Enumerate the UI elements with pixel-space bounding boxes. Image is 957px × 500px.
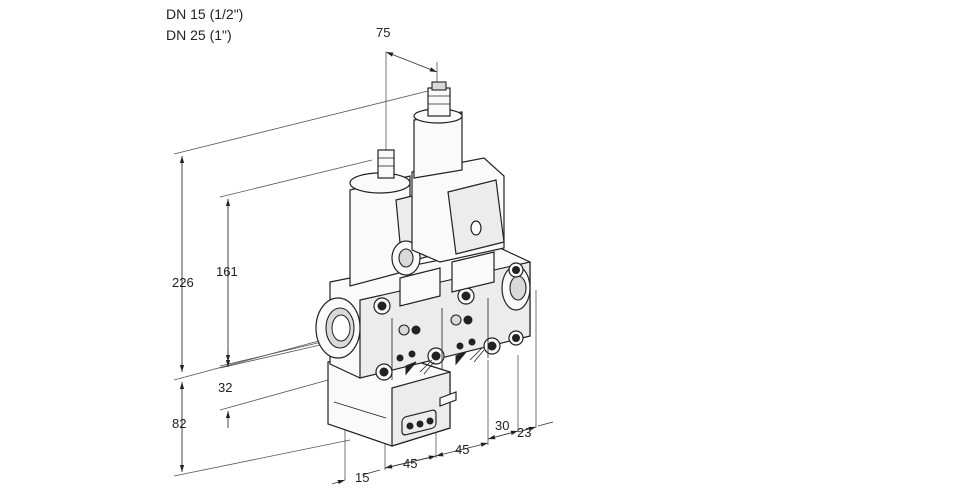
dim-161: 161 [216, 159, 373, 367]
dim-82: 82 [172, 382, 351, 477]
dim-30: 30 [487, 355, 519, 440]
dim-45-left-label: 45 [403, 456, 417, 471]
dim-15-label: 15 [355, 470, 369, 485]
dim-23: 23 [517, 290, 554, 440]
solenoid-right [411, 81, 505, 293]
caption-dn15: DN 15 (1/2") [166, 6, 244, 22]
dim-161-label: 161 [216, 264, 238, 279]
dim-45-right-label: 45 [455, 442, 469, 457]
dim-23-label: 23 [517, 425, 531, 440]
dim-226-label: 226 [172, 275, 194, 290]
dim-32: 32 [218, 344, 329, 428]
valve-assembly [315, 81, 531, 447]
dim-226: 226 [172, 89, 433, 381]
plate-details [391, 298, 489, 380]
caption-dn25: DN 25 (1") [166, 27, 232, 43]
dim-30-label: 30 [495, 418, 509, 433]
solenoid-left [349, 149, 451, 307]
dim-75-label: 75 [376, 25, 390, 40]
dim-15: 15 [331, 380, 381, 485]
dim-32-label: 32 [218, 380, 232, 395]
dim-82-label: 82 [172, 416, 186, 431]
